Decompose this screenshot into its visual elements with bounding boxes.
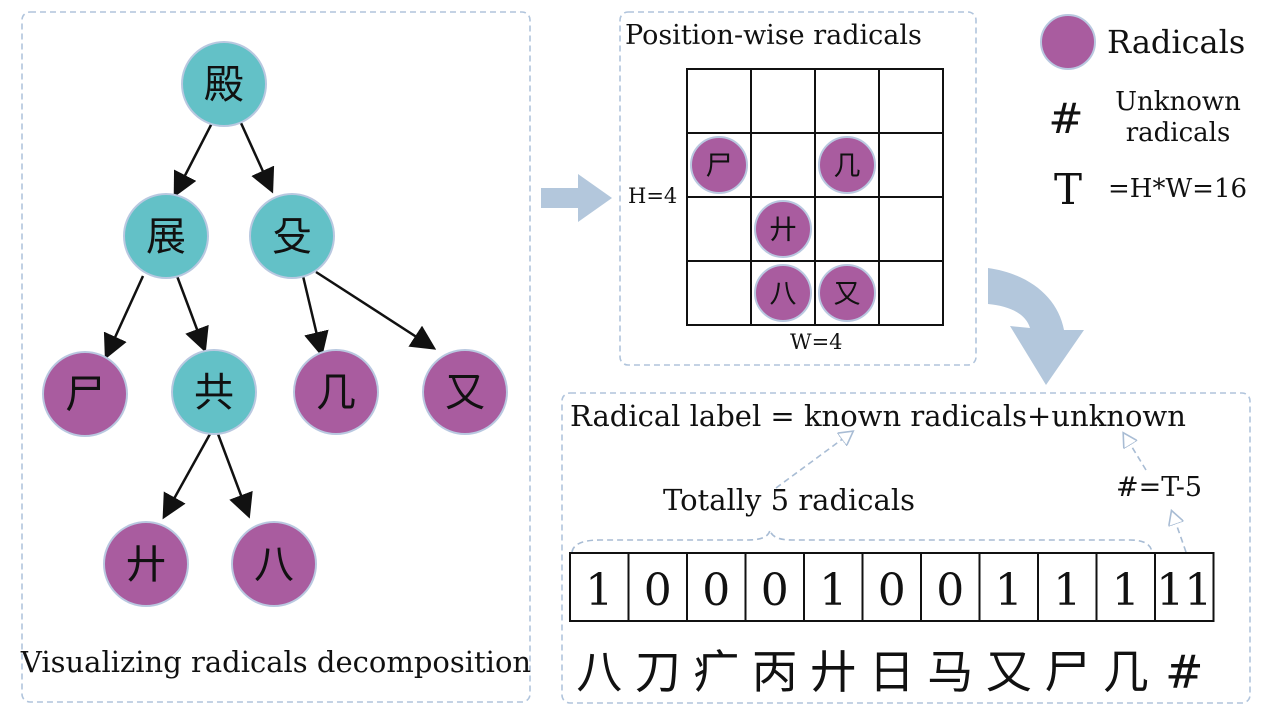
- edge-zhan-shi: [103, 275, 145, 360]
- vector-cell: [1154, 552, 1215, 622]
- node-root: [181, 41, 267, 127]
- vector-value: 0: [702, 565, 730, 616]
- vector-value: 1: [1112, 565, 1140, 616]
- legend-radicals-label: Radicals: [1107, 23, 1245, 61]
- node-shu: [249, 193, 335, 279]
- grid-radical-circle: [754, 200, 812, 258]
- flow-arrow-curved: [988, 268, 1084, 385]
- grid-panel: [619, 11, 977, 366]
- vector-cell: [686, 552, 747, 622]
- tree-caption: Visualizing radicals decomposition: [20, 645, 531, 679]
- legend-radical-swatch: [1040, 14, 1096, 70]
- grid-cells: 尸 几廾八 又: [690, 136, 876, 322]
- grid-title: Position-wise radicals: [625, 20, 922, 51]
- edge-gong-gong2: [162, 433, 212, 520]
- node-ji-label: 几: [316, 370, 356, 416]
- vector-char: 又: [986, 645, 1032, 699]
- vector-char: 刀: [635, 645, 681, 699]
- label-panel: [561, 392, 1251, 704]
- grid-radical-circle: [818, 264, 876, 322]
- annotation-lines: [571, 432, 1187, 553]
- vector-char: #: [1165, 645, 1204, 699]
- node-gong-label: 共: [194, 370, 234, 416]
- legend-hash-symbol: #: [1048, 94, 1083, 143]
- node-gong2-label: 廾: [126, 542, 166, 588]
- vector-cell: [861, 552, 922, 622]
- node-zhan-label: 展: [146, 214, 186, 260]
- edge-zhan-gong: [175, 275, 209, 353]
- node-ba-label: 八: [254, 542, 294, 588]
- node-you: [422, 349, 508, 435]
- brace-total: [571, 529, 1153, 553]
- grid-radical-circle: [690, 136, 748, 194]
- grid-radical-label: 廾: [770, 215, 797, 246]
- label-characters: 八刀疒丙廾日马又尸几 #: [576, 645, 1203, 699]
- vector-value: 1: [585, 565, 613, 616]
- node-root-label: 殿: [204, 62, 244, 108]
- node-gong: [171, 349, 257, 435]
- label-total-note: Totally 5 radicals: [663, 483, 915, 517]
- legend-unknown-line1: Unknown: [1115, 87, 1241, 117]
- legend-unknown-line2: radicals: [1126, 118, 1231, 148]
- label-equation: Radical label = known radicals+unknown: [570, 399, 1186, 433]
- tree-panel: [21, 11, 531, 703]
- edge-gong-ba: [216, 433, 253, 519]
- vector-cell: [1095, 552, 1156, 622]
- link-total-known: [775, 432, 852, 489]
- label-hash-note: #=T-5: [1116, 472, 1202, 503]
- vector-char: 几: [1103, 645, 1149, 699]
- vector-cell: [627, 552, 688, 622]
- vector-char: 马: [927, 645, 973, 699]
- vector-char: 疒: [693, 645, 739, 699]
- grid-radical-circle: [754, 264, 812, 322]
- tree-nodes: [42, 41, 508, 607]
- grid-radical-label: 几: [834, 151, 861, 182]
- vector-char: 八: [576, 645, 622, 699]
- node-ji: [293, 349, 379, 435]
- vector-char: 廾: [810, 645, 856, 699]
- node-ba: [231, 521, 317, 607]
- vector-cell: [978, 552, 1039, 622]
- node-shi-label: 尸: [65, 372, 105, 418]
- edge-shu-ji: [301, 275, 329, 357]
- vector-value: 1: [995, 565, 1023, 616]
- edge-root-right: [239, 122, 275, 194]
- vector-char: 日: [869, 645, 915, 699]
- vector-cell: [803, 552, 864, 622]
- vector-value: 0: [644, 565, 672, 616]
- vector-char: 尸: [1044, 645, 1090, 699]
- flow-arrow-right: [541, 174, 612, 222]
- legend-t-formula: =H*W=16: [1108, 174, 1247, 204]
- grid-radical-label: 又: [834, 279, 861, 310]
- node-shu-label: 殳: [272, 214, 312, 260]
- grid-h-label: H=4: [628, 184, 677, 208]
- vector-cell: [1037, 552, 1098, 622]
- grid-radical-label: 尸: [706, 151, 733, 182]
- node-zhan: [123, 193, 209, 279]
- edge-root-left: [173, 122, 214, 198]
- vector-char: 丙: [752, 645, 798, 699]
- link-hash-unknown: [1124, 434, 1147, 471]
- grid-w-label: W=4: [790, 330, 843, 354]
- edge-shu-you: [315, 270, 437, 350]
- vector-value: 1: [819, 565, 847, 616]
- node-you-label: 又: [445, 370, 485, 416]
- link-cell-hash: [1172, 512, 1187, 553]
- vector-value: 0: [878, 565, 906, 616]
- tree-edges: [103, 122, 437, 520]
- node-shi: [42, 351, 128, 437]
- node-gong2: [103, 521, 189, 607]
- legend-t-symbol: T: [1054, 165, 1082, 214]
- grid-radical-label: 八: [770, 279, 797, 310]
- vector-value: 1: [1053, 565, 1081, 616]
- vector-value: 11: [1156, 565, 1212, 616]
- grid-radical-circle: [818, 136, 876, 194]
- radical-grid: [686, 68, 944, 326]
- vector-value: 0: [936, 565, 964, 616]
- vector-value: 0: [761, 565, 789, 616]
